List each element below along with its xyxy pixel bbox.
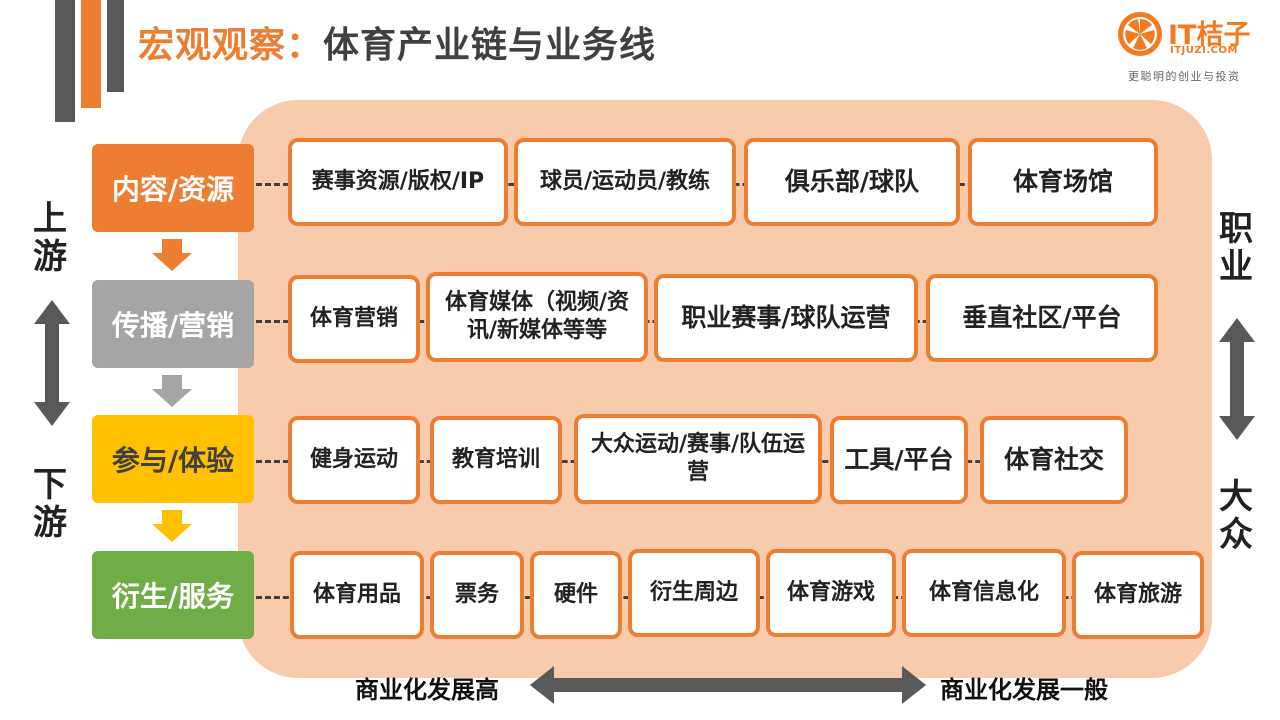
orange-slice-icon bbox=[1118, 12, 1162, 56]
page-title: 宏观观察：体育产业链与业务线 bbox=[138, 16, 656, 68]
decor-bar-gray bbox=[55, 0, 75, 122]
item-clubs-teams: 俱乐部/球队 bbox=[744, 138, 960, 226]
item-sports-games: 体育游戏 bbox=[766, 549, 896, 637]
itjuzi-logo: IT桔子 ITJUZI.COM 更聪明的创业与投资 bbox=[1118, 10, 1268, 90]
item-vertical-community: 垂直社区/平台 bbox=[926, 274, 1158, 362]
horizontal-double-arrow-icon bbox=[530, 666, 926, 704]
decor-bar-gray bbox=[107, 0, 124, 92]
commercialization-high-label: 商业化发展高 bbox=[355, 676, 499, 704]
category-communication-marketing: 传播/营销 bbox=[92, 280, 254, 368]
item-sports-venues: 体育场馆 bbox=[968, 138, 1158, 226]
category-derivative-services: 衍生/服务 bbox=[92, 551, 254, 639]
item-fitness: 健身运动 bbox=[288, 416, 420, 504]
title-main: 体育产业链与业务线 bbox=[323, 25, 657, 66]
downstream-label: 下游 bbox=[33, 465, 67, 543]
professional-label: 职业 bbox=[1219, 209, 1253, 287]
category-content-resources: 内容/资源 bbox=[92, 144, 254, 232]
item-sports-marketing: 体育营销 bbox=[288, 275, 420, 363]
item-pro-events-operation: 职业赛事/球队运营 bbox=[654, 274, 918, 362]
item-players-coaches: 球员/运动员/教练 bbox=[514, 138, 736, 226]
category-participation-experience: 参与/体验 bbox=[92, 415, 254, 503]
vertical-double-arrow-icon bbox=[34, 300, 70, 426]
item-tools-platforms: 工具/平台 bbox=[830, 416, 968, 504]
mass-label: 大众 bbox=[1219, 477, 1253, 555]
item-sports-media: 体育媒体（视频/资讯/新媒体等等 bbox=[426, 272, 648, 362]
decor-bar-orange bbox=[81, 0, 101, 108]
item-hardware: 硬件 bbox=[530, 551, 622, 639]
item-sports-it: 体育信息化 bbox=[902, 549, 1066, 637]
logo-tagline: 更聪明的创业与投资 bbox=[1128, 70, 1241, 83]
item-event-rights-ip: 赛事资源/版权/IP bbox=[288, 138, 508, 226]
item-ticketing: 票务 bbox=[430, 551, 524, 639]
item-sports-social: 体育社交 bbox=[980, 416, 1128, 504]
commercialization-moderate-label: 商业化发展一般 bbox=[940, 676, 1108, 704]
logo-url: ITJUZI.COM bbox=[1170, 45, 1238, 56]
upstream-label: 上游 bbox=[33, 199, 67, 277]
item-sports-goods: 体育用品 bbox=[290, 551, 424, 639]
item-education-training: 教育培训 bbox=[430, 416, 562, 504]
vertical-double-arrow-icon bbox=[1219, 318, 1255, 440]
item-mass-sports: 大众运动/赛事/队伍运营 bbox=[574, 414, 822, 504]
item-sports-tourism: 体育旅游 bbox=[1072, 551, 1204, 639]
title-accent: 宏观观察： bbox=[138, 25, 324, 66]
item-merchandise: 衍生周边 bbox=[628, 549, 760, 637]
logo-text: IT桔子 bbox=[1168, 20, 1251, 51]
